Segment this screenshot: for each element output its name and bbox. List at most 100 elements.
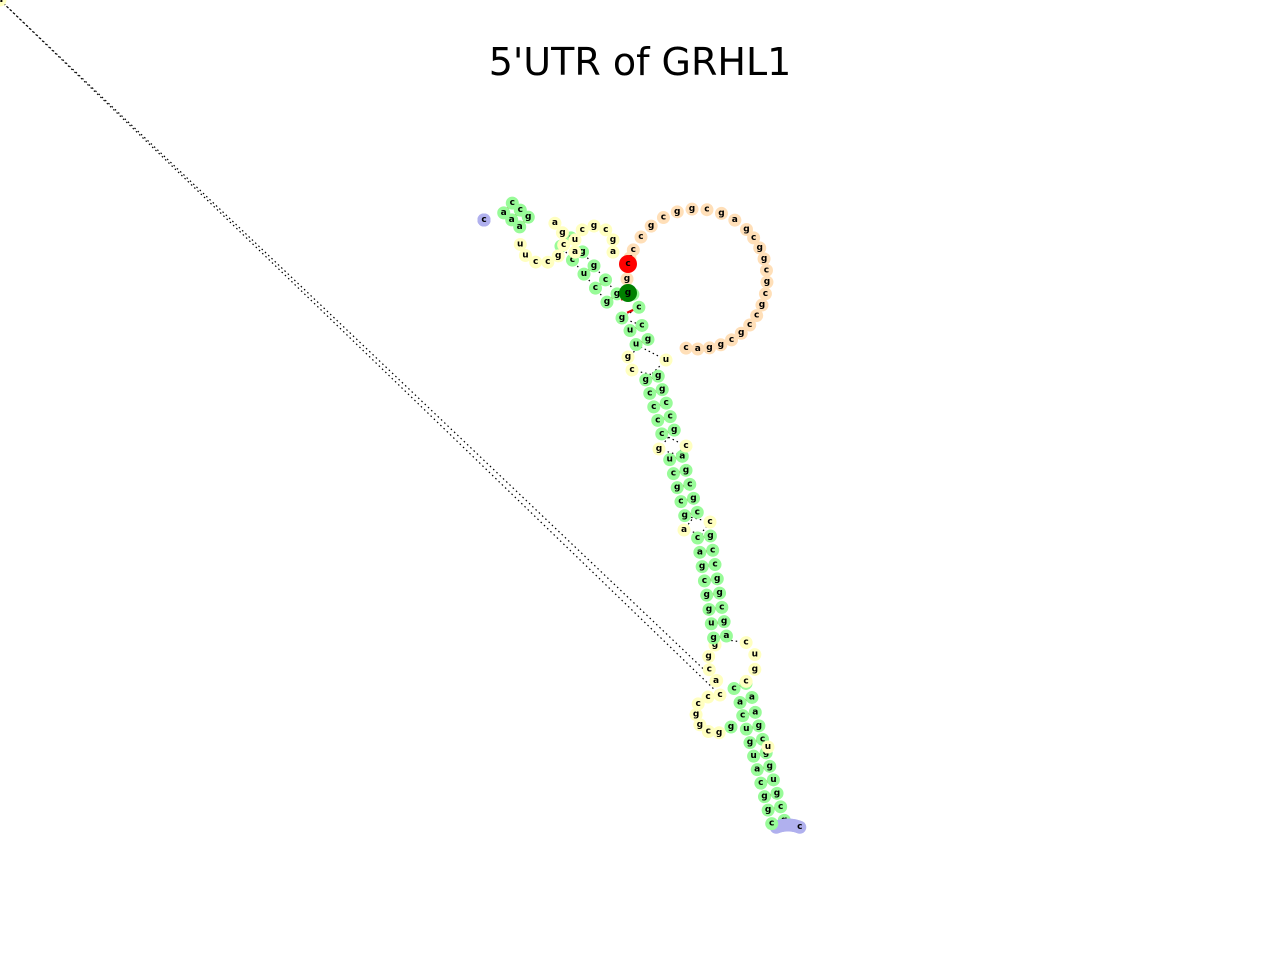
backbone-link [595, 287, 608, 303]
nucleotide-circle [724, 720, 738, 734]
nucleotide-circle [758, 287, 772, 301]
nucleotide-label: g [674, 483, 680, 493]
nucleotide-label: g [683, 465, 689, 475]
nucleotide-label: c [707, 665, 712, 675]
nucleotide-label: c [729, 335, 734, 345]
nucleotide-circle [793, 820, 807, 834]
nucleotide-label: a [737, 698, 743, 708]
nucleotide-label: a [695, 344, 701, 354]
nucleotide-circle [761, 740, 775, 754]
nucleotide-circle [766, 773, 780, 787]
nucleotide-label: u [663, 355, 669, 365]
five-prime-end-marker-label: g [625, 288, 631, 298]
nucleotide-label: g [559, 228, 565, 238]
nucleotide-label: c [664, 398, 669, 408]
nucleotide-label: u [765, 742, 771, 752]
nucleotide-label: u [0, 0, 3, 5]
nucleotide-label: g [674, 207, 680, 217]
nucleotide-circle [728, 213, 742, 227]
nucleotide-circle [674, 495, 688, 509]
nucleotide-circle [695, 560, 709, 574]
nucleotide-label: c [638, 232, 643, 242]
nucleotide-circle [623, 324, 637, 338]
nucleotide-label: c [683, 343, 688, 353]
nucleotide-label: g [716, 728, 722, 738]
nucleotide-label: g [743, 225, 749, 235]
nucleotide-circle [655, 427, 669, 441]
nucleotide-label: c [743, 638, 748, 648]
backbone-link [605, 279, 618, 295]
nucleotide-label: c [797, 822, 802, 832]
nucleotide-circle [755, 298, 769, 312]
nucleotide-label: c [661, 213, 666, 223]
nucleotide-circle [600, 295, 614, 309]
nucleotide-circle [760, 275, 774, 289]
backbone-layer [0, 0, 800, 828]
nucleotide-circle [770, 786, 784, 800]
nucleotide-circle [670, 205, 684, 219]
nucleotide-label: c [518, 205, 523, 215]
backbone-link [593, 265, 606, 281]
nucleotide-label: a [723, 631, 729, 641]
nucleotide-circle [588, 281, 602, 295]
nucleotide-circle [733, 696, 747, 710]
nucleotide-label: g [714, 574, 720, 584]
nucleotide-circle [683, 477, 697, 491]
nucleotide-label: u [708, 619, 714, 629]
nucleotide-circle [656, 211, 670, 225]
nucleotide-label: c [655, 415, 660, 425]
nucleotide-label: a [679, 451, 685, 461]
nucleotide-circle [551, 249, 565, 263]
nucleotide-circle [754, 776, 768, 790]
nucleotide-circle [745, 690, 759, 704]
nucleotide-label: c [717, 690, 722, 700]
nucleotide-circle [727, 682, 741, 696]
nucleotide-label: g [525, 212, 531, 222]
nucleotide-circle [748, 705, 762, 719]
nucleotide-circle [743, 318, 757, 332]
nucleotide-label: c [754, 311, 759, 321]
nucleotide-label: u [743, 724, 749, 734]
nucleotide-label: g [655, 371, 661, 381]
nucleotide-circle [679, 439, 693, 453]
nucleotide-circle [667, 423, 681, 437]
nucleotide-label: g [689, 204, 695, 214]
nucleotide-label: a [610, 247, 616, 257]
nucleotide-circle [739, 674, 753, 688]
nucleotide-circle [763, 759, 777, 773]
nucleotide-label: g [738, 328, 744, 338]
nucleotide-circle [706, 543, 720, 557]
nucleotide-circle [655, 383, 669, 397]
nucleotide-circle [651, 413, 665, 427]
nucleotide-label: c [631, 245, 636, 255]
nucleotide-circle [647, 400, 661, 414]
nucleotide-circle [587, 219, 601, 233]
nucleotide-label: c [671, 469, 676, 479]
nucleotide-circle [541, 255, 555, 269]
nucleotide-circle [702, 663, 716, 677]
nucleotide-label: g [712, 640, 718, 650]
nucleotide-circle [477, 213, 491, 227]
nucleotide-circle [641, 332, 655, 346]
nucleotide-circle [652, 442, 666, 456]
nucleotide-circle [577, 267, 591, 281]
backbone-link [583, 273, 596, 289]
nucleotide-label: g [555, 251, 561, 261]
nucleotide-label: g [759, 300, 765, 310]
backbone-link [572, 259, 585, 275]
nucleotide-label: c [763, 289, 768, 299]
nucleotide-circle [666, 467, 680, 481]
nucleotide-circle [697, 574, 711, 588]
diagram-title: 5'UTR of GRHL1 [488, 40, 792, 84]
nucleotide-label: g [761, 792, 767, 802]
nucleotide-label: g [706, 343, 712, 353]
nucleotide-circle [606, 245, 620, 259]
nucleotide-circle [679, 341, 693, 355]
nucleotide-label: g [643, 375, 649, 385]
nucleotide-circle [529, 255, 543, 269]
nucleotide-circle [663, 453, 677, 467]
nucleotide-circle [659, 353, 673, 367]
nucleotide-layer: gucgcggcggccggagcgcagccggcgaggcgaucccggc… [0, 0, 807, 834]
nucleotide-label: a [697, 547, 703, 557]
